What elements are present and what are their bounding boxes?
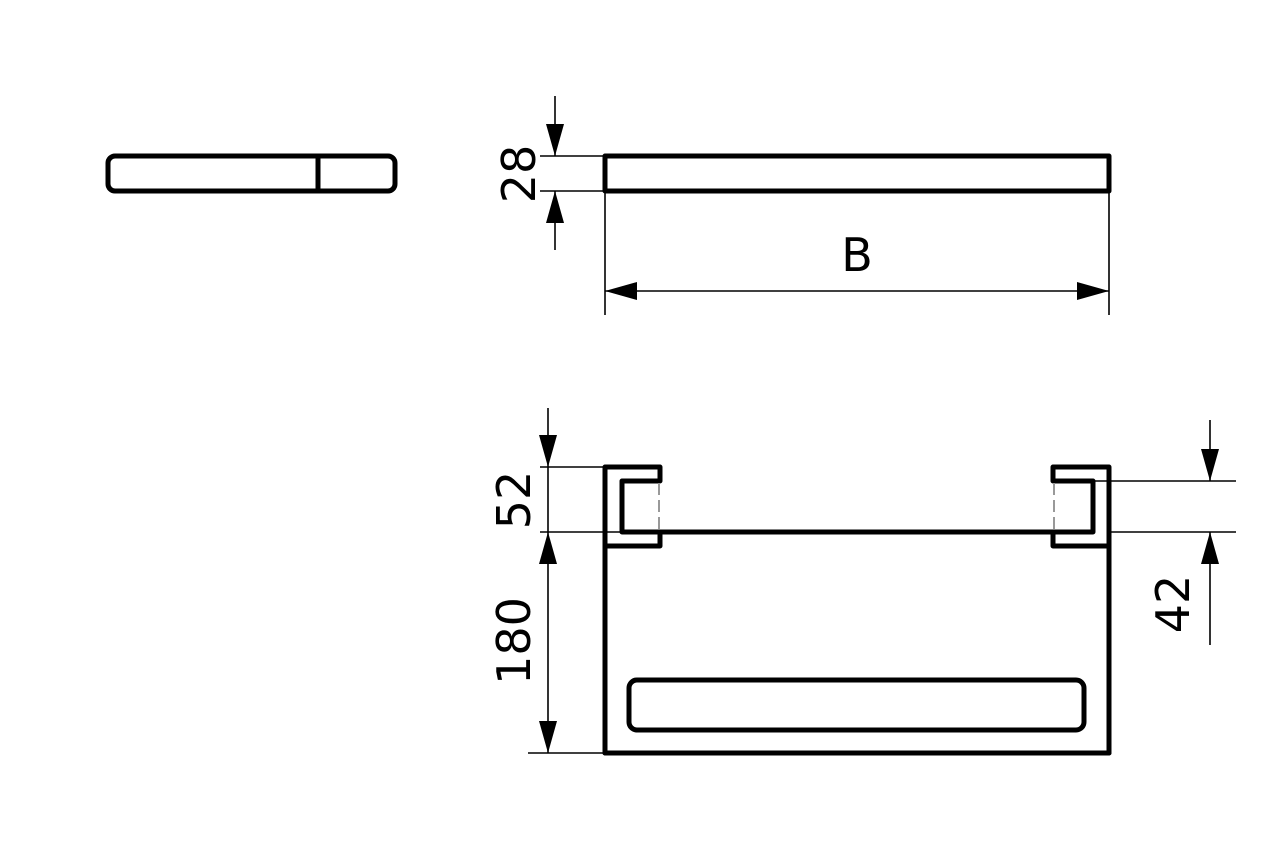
arrow-icon <box>605 282 637 300</box>
top-view-outline <box>602 153 1112 194</box>
side-view-outline <box>105 153 398 194</box>
front-view: 52 180 42 <box>487 408 1236 756</box>
dimension-label-180: 180 <box>487 597 541 685</box>
dimension-label-28: 28 <box>492 145 546 204</box>
dimension-label-b: B <box>841 228 873 282</box>
arrow-icon <box>546 191 564 223</box>
side-view <box>105 153 398 194</box>
arrow-icon <box>539 435 557 467</box>
arrow-icon <box>539 721 557 753</box>
arrow-icon <box>539 532 557 564</box>
arrow-icon <box>1201 532 1219 564</box>
top-view: 28 B <box>492 96 1112 315</box>
arrow-icon <box>1077 282 1109 300</box>
left-hook <box>602 464 663 756</box>
dimension-label-52: 52 <box>487 471 541 530</box>
towel-bar-slot <box>626 677 1087 733</box>
arrow-icon <box>1201 449 1219 481</box>
right-hook <box>1050 464 1112 756</box>
dimension-label-42: 42 <box>1146 575 1200 634</box>
arrow-icon <box>546 124 564 156</box>
